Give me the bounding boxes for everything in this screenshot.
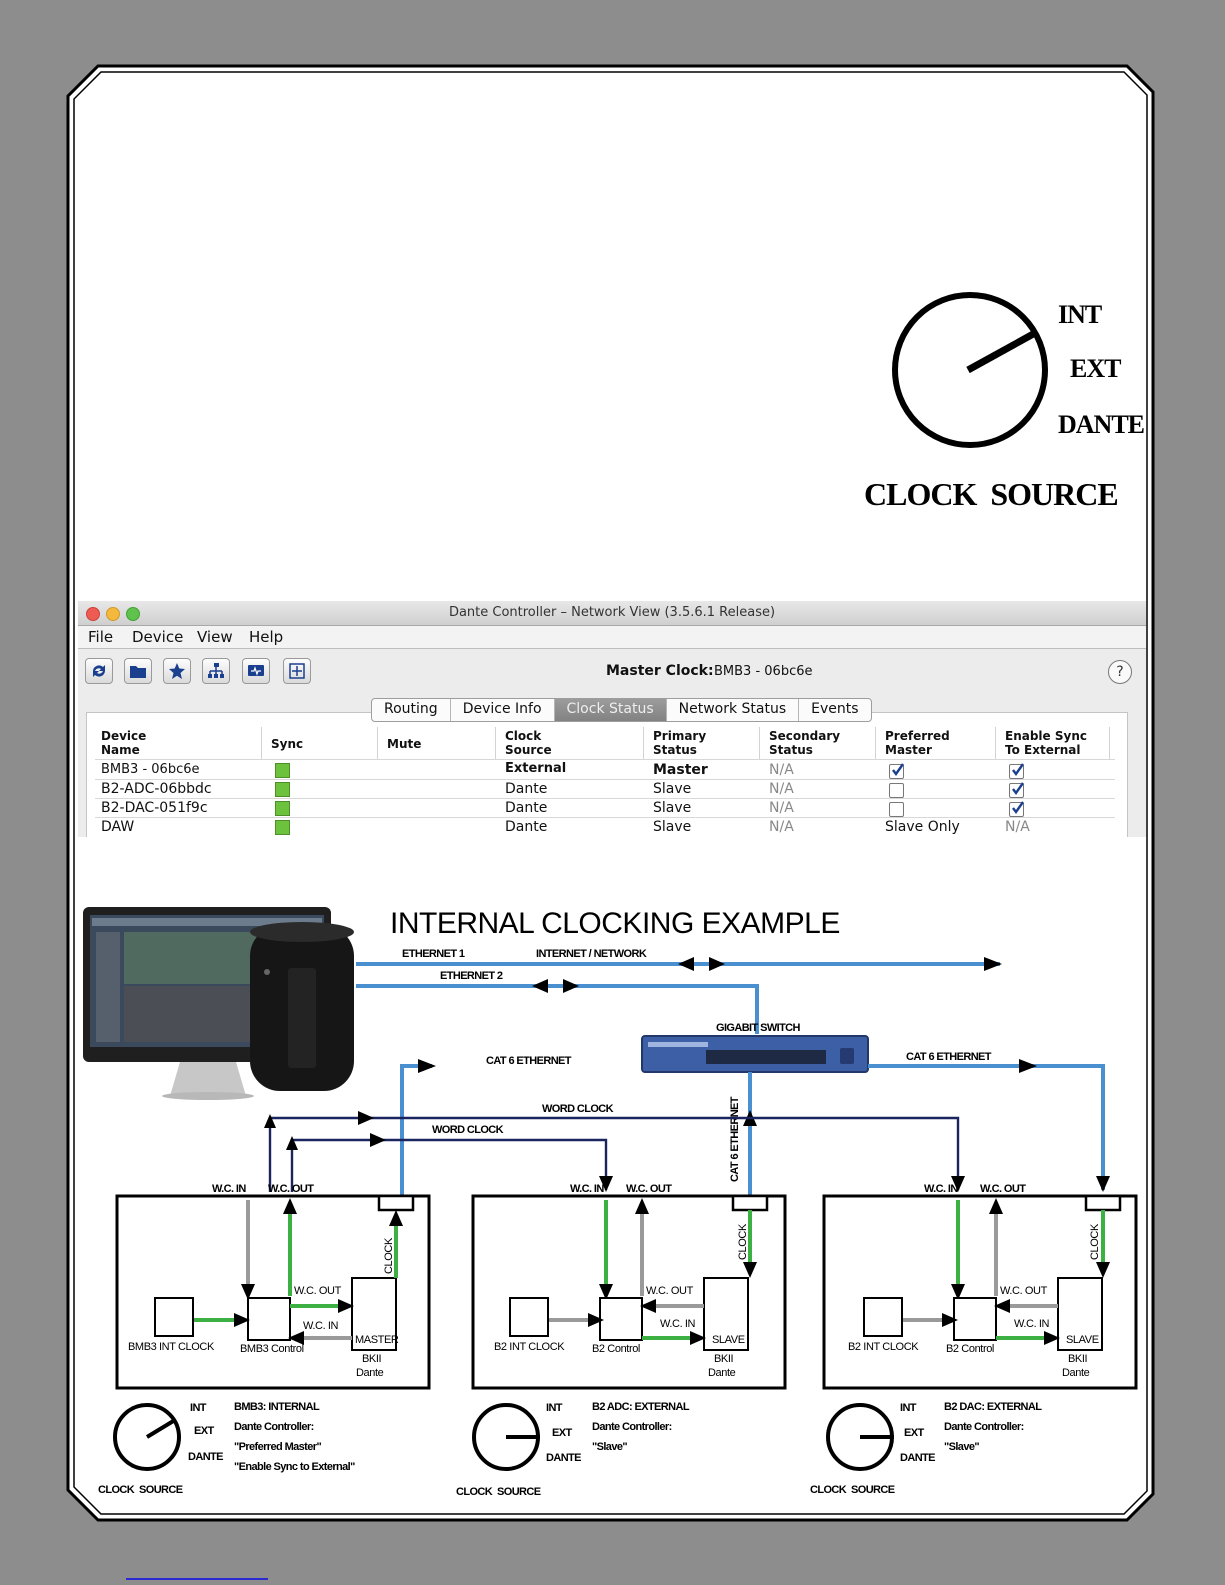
row-3-name: DAW — [101, 819, 135, 835]
col-mute[interactable]: Mute — [387, 737, 422, 751]
row-3-enable-sync: N/A — [1005, 819, 1030, 835]
row-1-name: B2-ADC-06bbdc — [101, 781, 212, 797]
open-file-button[interactable] — [124, 658, 152, 684]
toolbar — [78, 649, 1146, 691]
master-clock-label: Master Clock: — [606, 663, 714, 679]
clock-source-knob-icon — [892, 292, 1048, 448]
menu-bar: File Device View Help — [78, 626, 1146, 649]
tab-device-info[interactable]: Device Info — [451, 699, 555, 721]
row-0-primary: Master — [653, 762, 708, 778]
row-1-sync-indicator — [275, 782, 290, 797]
master-clock-value: BMB3 - 06bc6e — [714, 664, 813, 679]
favorite-button[interactable] — [163, 658, 191, 684]
row-2-enable-sync-checkbox[interactable] — [1009, 801, 1024, 817]
tab-events[interactable]: Events — [811, 701, 859, 717]
knob-ext-label: EXT — [1070, 354, 1121, 383]
knob-int-label: INT — [1058, 300, 1102, 329]
menu-help[interactable]: Help — [249, 628, 284, 646]
row-0-clock-source: External — [505, 761, 567, 776]
row-3-preferred-master: Slave Only — [885, 819, 960, 835]
tab-network-status[interactable]: Network Status — [667, 699, 800, 721]
dante-controller-window: Dante Controller – Network View (3.5.6.1… — [78, 601, 1146, 837]
row-2-primary: Slave — [653, 800, 692, 816]
star-icon — [169, 663, 185, 679]
row-1-secondary: N/A — [769, 781, 794, 797]
monitor-icon — [248, 665, 264, 676]
row-0-secondary: N/A — [769, 762, 794, 778]
tab-clock-status[interactable]: Clock Status — [554, 699, 667, 721]
row-0-name: BMB3 - 06bc6e — [101, 762, 200, 777]
network-button[interactable] — [202, 658, 230, 684]
col-sync[interactable]: Sync — [271, 737, 304, 751]
folder-icon — [130, 666, 146, 678]
monitor-button[interactable] — [242, 658, 270, 684]
row-0-preferred-master-checkbox[interactable] — [889, 763, 904, 779]
view-tabs: Routing Device Info Clock Status Network… — [371, 698, 872, 722]
row-3-sync-indicator — [275, 820, 290, 835]
menu-file[interactable]: File — [88, 628, 114, 646]
help-button[interactable]: ? — [1108, 660, 1132, 684]
row-2-name: B2-DAC-051f9c — [101, 800, 208, 816]
row-2-clock-source: Dante — [505, 800, 548, 816]
close-window-button[interactable] — [86, 607, 100, 621]
refresh-icon — [93, 665, 105, 677]
row-0-sync-indicator — [275, 763, 290, 778]
add-button[interactable] — [283, 658, 311, 684]
row-2-secondary: N/A — [769, 800, 794, 816]
row-1-enable-sync-checkbox[interactable] — [1009, 782, 1024, 798]
zoom-window-button[interactable] — [126, 607, 140, 621]
menu-device[interactable]: Device — [132, 628, 184, 646]
refresh-button[interactable] — [85, 658, 113, 684]
row-1-preferred-master-checkbox[interactable] — [889, 783, 904, 798]
row-3-clock-source: Dante — [505, 819, 548, 835]
row-2-preferred-master-checkbox[interactable] — [889, 802, 904, 817]
window-titlebar: Dante Controller – Network View (3.5.6.1… — [78, 601, 1146, 626]
tab-routing[interactable]: Routing — [372, 699, 451, 721]
add-icon — [289, 663, 305, 679]
network-icon — [208, 663, 224, 678]
row-0-enable-sync-checkbox[interactable] — [1009, 763, 1024, 779]
minimize-window-button[interactable] — [106, 607, 120, 621]
row-1-clock-source: Dante — [505, 781, 548, 797]
row-2-sync-indicator — [275, 801, 290, 816]
row-3-primary: Slave — [653, 819, 692, 835]
window-title: Dante Controller – Network View (3.5.6.1… — [448, 605, 776, 620]
knob-title: CLOCK SOURCE — [864, 476, 1119, 512]
row-3-secondary: N/A — [769, 819, 794, 835]
knob-dante-label: DANTE — [1058, 410, 1145, 439]
footer-link[interactable] — [126, 1578, 268, 1580]
row-1-primary: Slave — [653, 781, 692, 797]
menu-view[interactable]: View — [197, 628, 233, 646]
